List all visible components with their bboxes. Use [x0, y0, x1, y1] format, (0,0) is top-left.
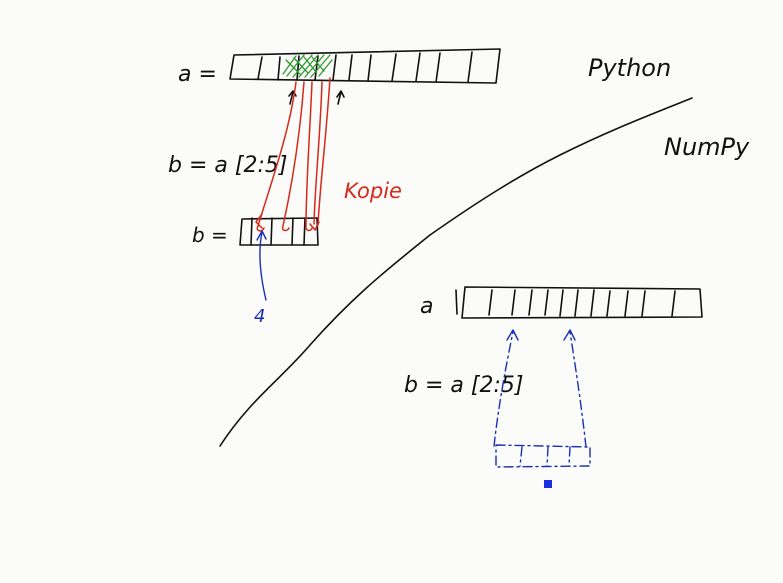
array-b-view — [495, 444, 591, 468]
cursor-marker — [544, 480, 552, 488]
label-b-slice-top: b = a [2:5] — [168, 153, 287, 178]
python-section: a = b = a [2:5] b = — [168, 48, 501, 327]
section-divider-curve — [219, 97, 693, 447]
numpy-section: a b = a [2:5] — [404, 286, 703, 488]
label-python: Python — [588, 54, 671, 82]
slice-boundary-arrows — [288, 90, 345, 105]
array-a-python — [229, 48, 501, 84]
label-a-bottom: a — [420, 294, 433, 319]
highlighted-slice-cells — [282, 54, 333, 78]
label-a-top: a = — [178, 62, 217, 87]
label-note-4: 4 — [254, 306, 265, 327]
view-projection — [493, 329, 587, 448]
array-a-numpy — [461, 286, 703, 319]
blue-note-arrow — [256, 230, 267, 301]
array-b-copy — [239, 217, 319, 246]
label-b-slice-bottom: b = a [2:5] — [404, 373, 523, 398]
label-b-result: b = — [192, 223, 228, 247]
a-bottom-bar — [455, 289, 458, 315]
label-kopie: Kopie — [344, 179, 402, 203]
copy-arrows — [255, 77, 331, 232]
label-numpy: NumPy — [664, 133, 750, 161]
